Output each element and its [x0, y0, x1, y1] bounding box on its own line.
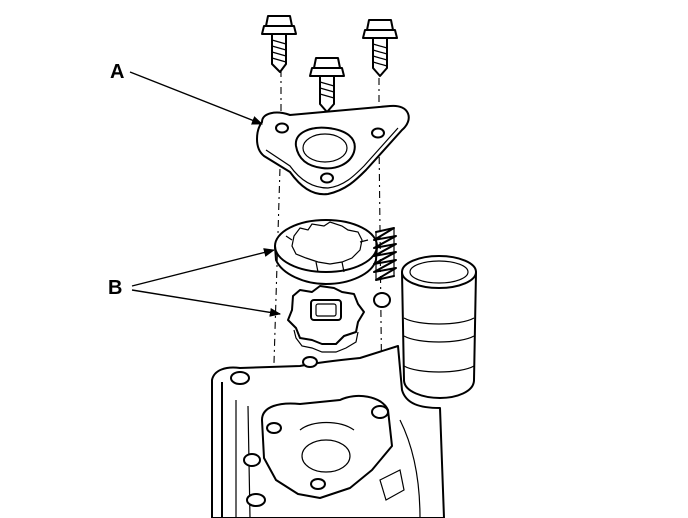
bolt-center	[309, 57, 345, 113]
callout-b: B	[108, 277, 122, 299]
inner-rotor	[287, 285, 365, 353]
relief-valve-spring	[373, 227, 397, 281]
pump-cover-plate	[256, 104, 410, 196]
callout-a: A	[110, 61, 124, 83]
leader-lines	[129, 71, 282, 317]
engine-block-housing	[211, 345, 445, 518]
cylinder-sleeve	[401, 255, 477, 399]
outer-rotor	[274, 219, 378, 285]
relief-valve-washer	[373, 292, 391, 308]
bolt-right	[362, 19, 398, 77]
bolt-left	[261, 15, 297, 73]
